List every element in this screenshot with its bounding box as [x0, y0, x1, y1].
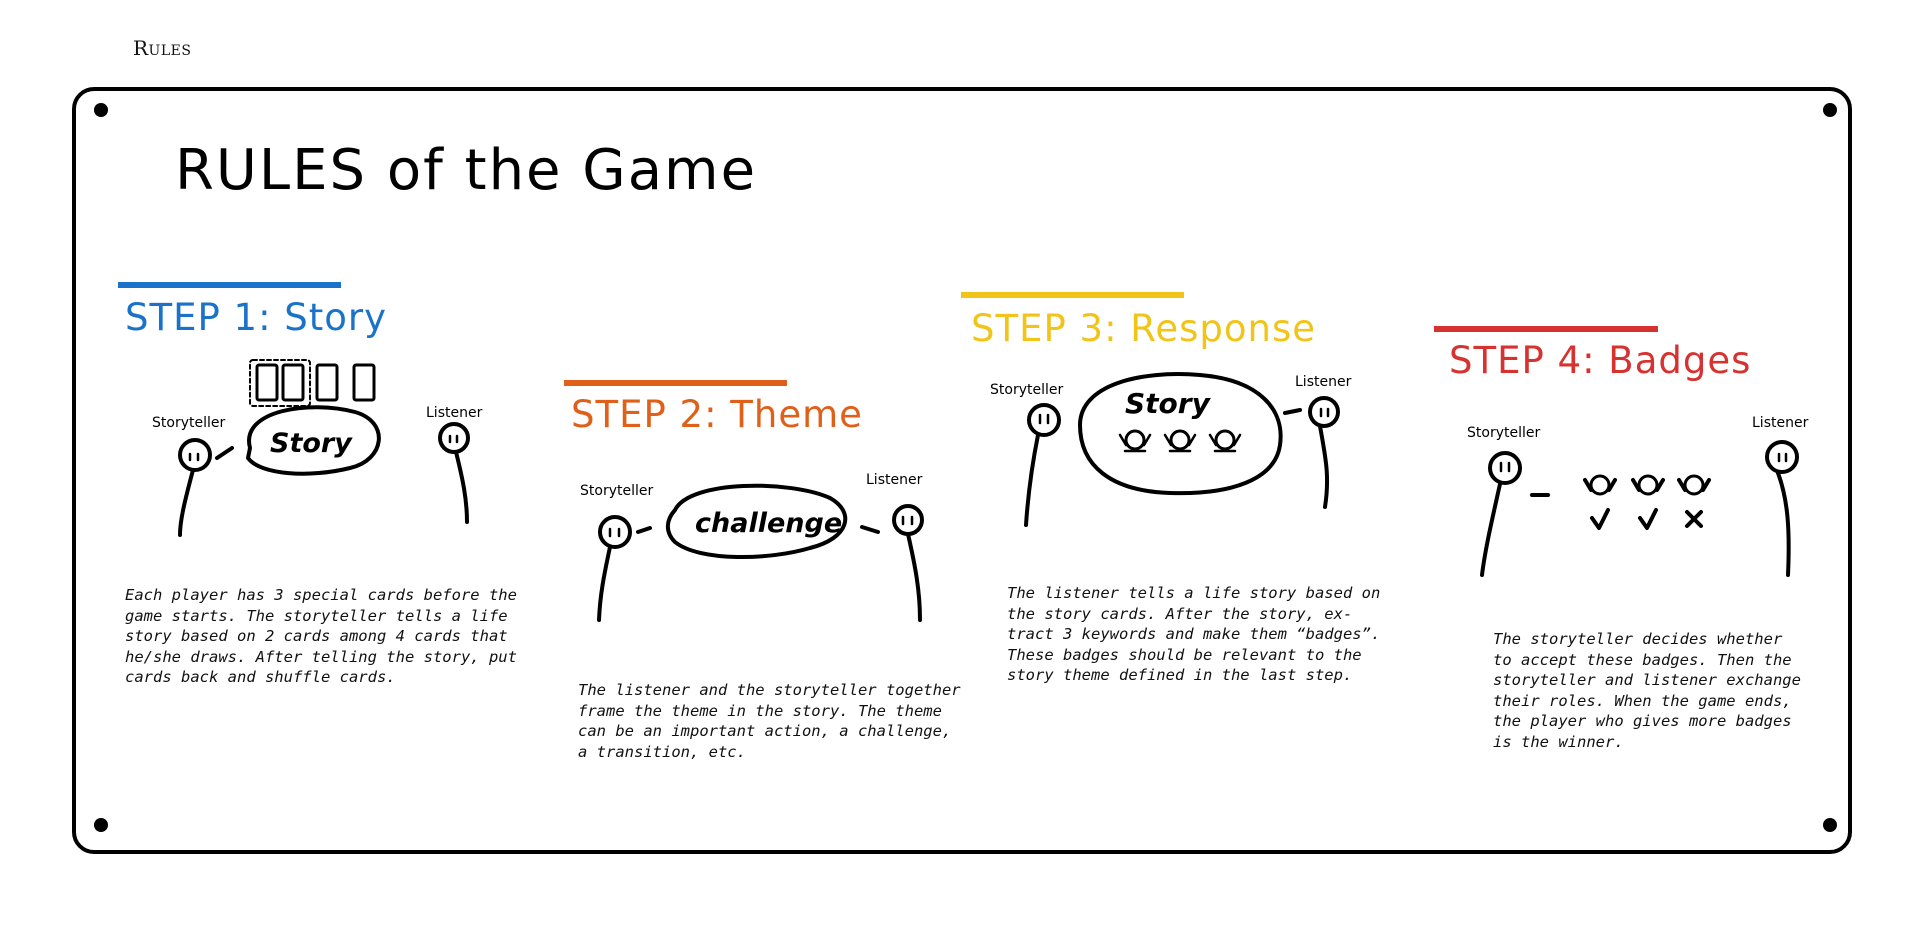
listener-body [1318, 424, 1330, 509]
step-1-illustration: Story [178, 359, 470, 537]
storyteller-body [1024, 433, 1040, 527]
corner-dot-top-left [94, 103, 108, 117]
listener-head [1765, 440, 1799, 474]
badge-icon [1118, 429, 1152, 453]
card-icon [315, 363, 339, 402]
story-bubble [246, 405, 381, 476]
corner-dot-bottom-left [94, 818, 108, 832]
step-1-title: STEP 1: Story [125, 296, 388, 339]
corner-dot-top-right [1823, 103, 1837, 117]
listener-head [892, 504, 924, 536]
badge-icon [1677, 474, 1711, 496]
step-2-listener-label: Listener [866, 472, 923, 488]
step-4-illustration [1480, 440, 1799, 577]
board-title: RULES of the Game [175, 138, 758, 203]
storyteller-head [1488, 451, 1522, 485]
page-header-label: Rules [133, 36, 192, 60]
card-icon [255, 363, 279, 402]
step-3-accent-bar [961, 292, 1184, 298]
storyteller-body [1480, 482, 1502, 577]
step-2-bubble-text: challenge [695, 508, 842, 539]
badge-icon [1163, 429, 1197, 453]
step-4-description: The storyteller decides whether to accep… [1493, 630, 1801, 751]
listener-head [1308, 396, 1340, 428]
corner-dot-bottom-right [1823, 818, 1837, 832]
step-3-illustration: Story [1024, 372, 1340, 527]
step-2-title: STEP 2: Theme [571, 393, 863, 436]
storyteller-head [178, 438, 212, 472]
step-1-description: Each player has 3 special cards before t… [125, 586, 517, 686]
badge-icon [1208, 429, 1242, 453]
step-1-listener-label: Listener [426, 405, 483, 421]
step-4-listener-label: Listener [1752, 415, 1809, 431]
step-3-bubble-text: Story [1125, 387, 1212, 420]
step-2-illustration: challenge [597, 483, 924, 622]
step-1-accent-bar [118, 282, 341, 288]
storyteller-head [1027, 403, 1061, 437]
step-4-accent-bar [1434, 326, 1658, 332]
step-2-description: The listener and the storyteller togethe… [578, 681, 961, 761]
card-icon [281, 363, 305, 402]
listener-body [454, 450, 469, 524]
card-icon [352, 363, 376, 402]
card-selection-outline [249, 359, 311, 407]
listener-head [438, 422, 470, 454]
step-3-storyteller-label: Storyteller [990, 382, 1064, 398]
step-3-listener-label: Listener [1295, 374, 1352, 390]
step-3-title: STEP 3: Response [971, 307, 1317, 350]
listener-body [906, 532, 922, 622]
storyteller-head [598, 515, 632, 549]
storyteller-body [178, 468, 195, 537]
step-2-storyteller-label: Storyteller [580, 483, 654, 499]
check-mark-icon [1638, 508, 1658, 530]
check-mark-icon [1590, 508, 1610, 530]
step-1-bubble-text: Story [270, 428, 353, 459]
rules-board [72, 87, 1852, 854]
step-2-accent-bar [564, 380, 787, 386]
step-4-title: STEP 4: Badges [1449, 339, 1752, 382]
badge-icon [1583, 474, 1617, 496]
storyteller-body [597, 545, 612, 622]
challenge-bubble [665, 483, 848, 559]
listener-body [1776, 471, 1791, 577]
story-bubble [1078, 372, 1283, 496]
step-1-storyteller-label: Storyteller [152, 415, 226, 431]
cross-mark-icon [1685, 510, 1703, 528]
badge-icon [1631, 474, 1665, 496]
step-4-storyteller-label: Storyteller [1467, 425, 1541, 441]
step-3-description: The listener tells a life story based on… [1007, 584, 1381, 684]
